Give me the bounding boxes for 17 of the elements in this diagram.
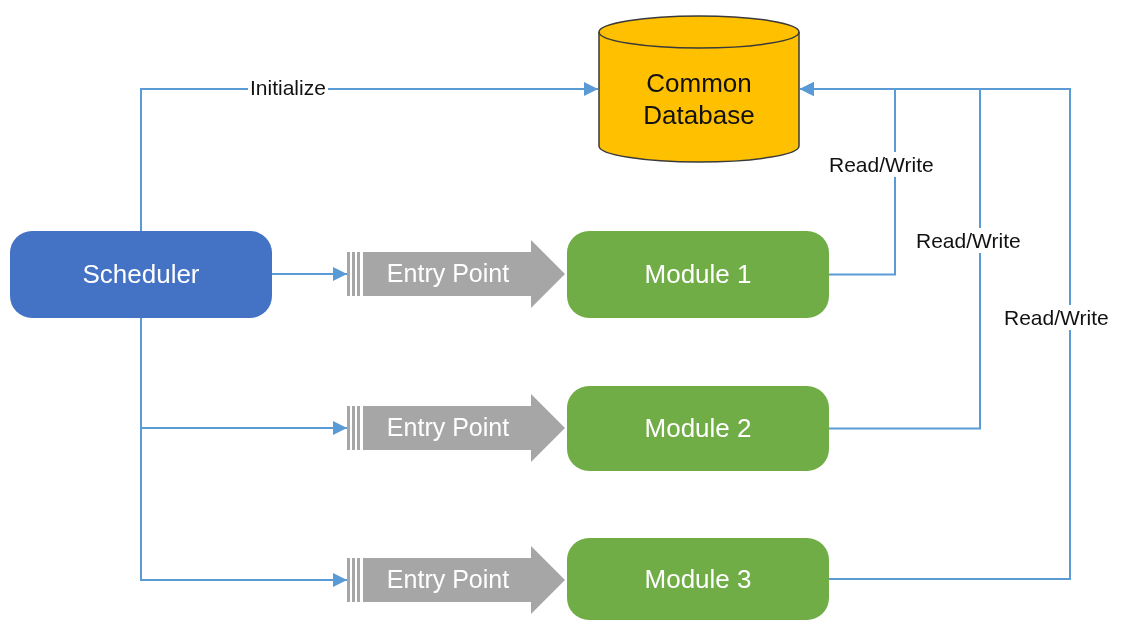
node-label: Module 2 — [644, 412, 752, 445]
module-box — [567, 538, 829, 620]
edge-label: Read/Write — [914, 228, 1023, 254]
arrow — [799, 82, 1071, 580]
node-label: Scheduler — [82, 258, 200, 291]
node-label: Entry Point — [386, 412, 510, 444]
module-box — [567, 231, 829, 318]
node-label: Module 3 — [644, 562, 752, 596]
node-label: Common Database — [642, 66, 756, 132]
node-label: Entry Point — [386, 258, 510, 290]
edge-label: Read/Write — [1002, 305, 1111, 331]
module-box — [567, 386, 829, 471]
edge-label: Read/Write — [827, 152, 936, 178]
node-label: Entry Point — [386, 564, 510, 596]
process-box — [10, 231, 272, 318]
arrow — [271, 267, 348, 281]
node-label: Module 1 — [644, 258, 752, 291]
